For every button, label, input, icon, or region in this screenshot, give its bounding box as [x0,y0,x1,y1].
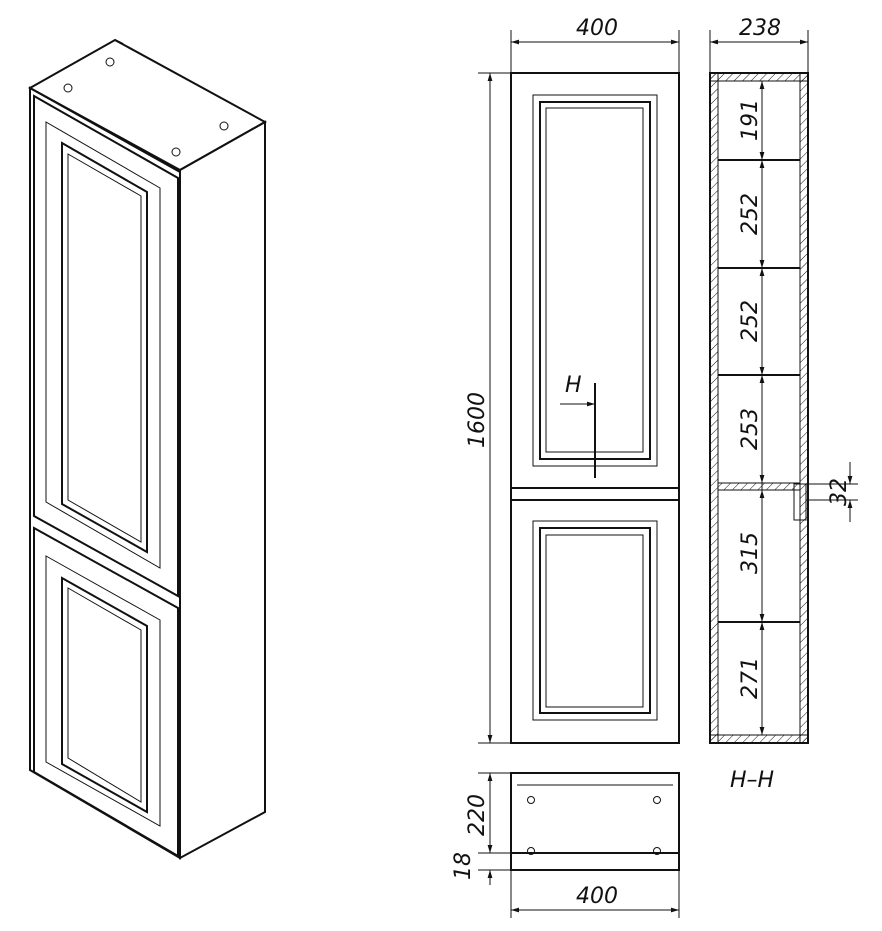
upper-door [33,94,179,598]
section-title: H–H [730,768,774,793]
top-view: 220 18 400 [451,772,680,918]
cabinet-side [179,120,266,860]
section-marker: H [565,373,582,398]
shelf-spacing-6: 271 [738,657,763,699]
offset-dimension: 32 [827,478,852,506]
height-dimension: 1600 [465,392,490,448]
shelf-spacing-1: 191 [738,99,763,141]
shelf-spacing-5: 315 [738,532,763,574]
isometric-view [27,38,268,860]
cabinet-top [27,38,268,172]
upper-door-panel [61,141,148,554]
width-dimension: 400 [576,16,618,41]
base-dimension: 18 [451,852,476,880]
lower-door-panel [61,576,148,814]
top-width-dimension: 400 [576,884,618,909]
front-view: H 400 1600 [465,16,680,744]
lower-door [33,526,179,858]
shelf-spacing-4: 253 [738,408,763,450]
shelves [717,159,801,623]
depth-dimension: 238 [739,16,781,41]
shelf-spacing-3: 252 [738,300,763,342]
lower-door [510,499,680,744]
cabinet-front [29,86,181,860]
top-depth-dimension: 220 [465,794,490,836]
section-view: 191 252 252 253 315 271 238 32 H–H [709,16,858,793]
shelf-spacing-2: 252 [738,193,763,235]
